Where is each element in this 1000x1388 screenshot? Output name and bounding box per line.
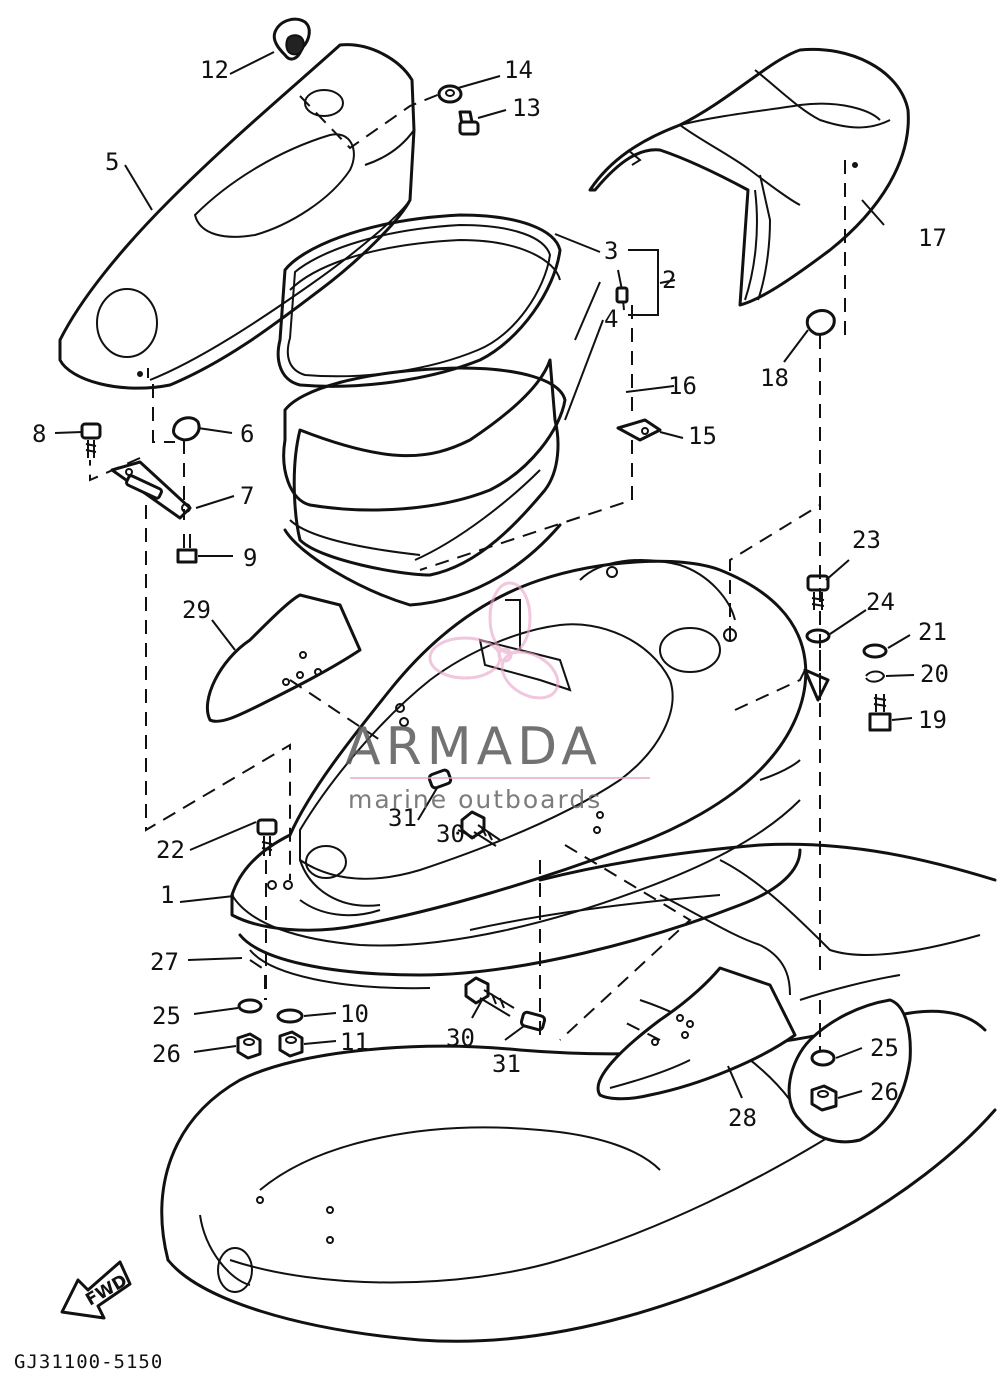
- callout-22: 22: [156, 836, 185, 864]
- bolt-part-30-lower: [464, 976, 515, 1017]
- bolt-part-30-upper: [460, 810, 501, 847]
- callout-17: 17: [918, 224, 947, 252]
- callout-15: 15: [688, 422, 717, 450]
- callout-31-upper: 31: [388, 804, 417, 832]
- washer-part-10: [276, 1008, 304, 1024]
- callout-14: 14: [504, 56, 533, 84]
- pin-part-31-lower: [519, 1010, 547, 1032]
- callout-25-right: 25: [870, 1034, 899, 1062]
- bracket-part-15: [616, 418, 662, 442]
- fwd-arrow-icon: FWD: [60, 1260, 132, 1320]
- callout-25-left: 25: [152, 1002, 181, 1030]
- callout-30-upper: 30: [436, 820, 465, 848]
- assembly-lines: [89, 93, 846, 1050]
- bolt-part-8: [80, 422, 102, 458]
- callout-19: 19: [918, 706, 947, 734]
- bolt-part-9: [176, 534, 198, 564]
- storage-bin-part-2: [292, 358, 560, 577]
- pin-part-16: [615, 269, 629, 311]
- watermark-logo: [428, 581, 560, 700]
- washer-part-25-right: [810, 1049, 836, 1067]
- callout-3: 3: [604, 237, 618, 265]
- cap-part-18: [805, 309, 836, 336]
- deck-plane: [469, 842, 997, 1001]
- bolt-part-23: [806, 574, 830, 610]
- callout-12: 12: [200, 56, 229, 84]
- callout-21: 21: [918, 618, 947, 646]
- bracket-right: [803, 668, 830, 702]
- gasket-part-27: [238, 848, 802, 990]
- callout-1: 1: [160, 881, 174, 909]
- seat-part-17: [588, 47, 910, 307]
- callout-2: 2: [662, 266, 676, 294]
- callout-23: 23: [852, 526, 881, 554]
- callout-10: 10: [340, 1000, 369, 1028]
- nut-part-26-right: [810, 1084, 838, 1112]
- nut-part-11: [278, 1030, 304, 1058]
- hinge-plate-part-7: [110, 460, 192, 520]
- callout-26-left: 26: [152, 1040, 181, 1068]
- callout-9: 9: [243, 544, 257, 572]
- callout-20: 20: [920, 660, 949, 688]
- callout-13: 13: [512, 94, 541, 122]
- washer-part-14: [437, 84, 463, 104]
- watermark-tagline: marine outboards: [348, 785, 602, 814]
- callout-30-lower: 30: [446, 1024, 475, 1052]
- washer-part-25-left: [237, 998, 263, 1014]
- callout-31-lower: 31: [492, 1050, 521, 1078]
- callout-26-right: 26: [870, 1078, 899, 1106]
- callout-labels: 1 2 3 4 5 6 7 8 9 10 11 12 13 14 15 16 1…: [32, 56, 949, 1132]
- callout-6: 6: [240, 420, 254, 448]
- panel-part-28: [596, 966, 797, 1101]
- callout-18: 18: [760, 364, 789, 392]
- callout-27: 27: [150, 948, 179, 976]
- callout-24: 24: [866, 588, 895, 616]
- deck-assembly-part-1: [230, 559, 808, 947]
- knob-part-12: [272, 17, 311, 61]
- hull-patch-right: [787, 998, 912, 1144]
- callout-5: 5: [105, 148, 119, 176]
- callout-8: 8: [32, 420, 46, 448]
- seal-part-3: [276, 213, 562, 388]
- spring-washer-part-20: [865, 670, 886, 683]
- watermark-brand: ARMADA: [345, 717, 602, 777]
- callout-4: 4: [604, 305, 618, 333]
- callout-16: 16: [668, 372, 697, 400]
- callout-7: 7: [240, 482, 254, 510]
- front-hood-part-5: [58, 43, 416, 390]
- washer-part-24: [805, 628, 831, 644]
- callout-29: 29: [182, 596, 211, 624]
- diagram-part-code: GJ31100-5150: [14, 1351, 163, 1373]
- nut-part-26-left: [236, 1032, 262, 1060]
- bolt-part-13: [458, 110, 480, 136]
- bolt-part-19: [868, 694, 892, 732]
- cap-part-6: [172, 416, 201, 442]
- panel-part-29: [205, 593, 362, 723]
- leader-lines: [54, 51, 915, 1099]
- seal-part-4: [282, 366, 567, 607]
- bolt-part-22: [256, 818, 278, 856]
- callout-28: 28: [728, 1104, 757, 1132]
- callout-11: 11: [340, 1028, 369, 1056]
- washer-part-21: [862, 643, 888, 659]
